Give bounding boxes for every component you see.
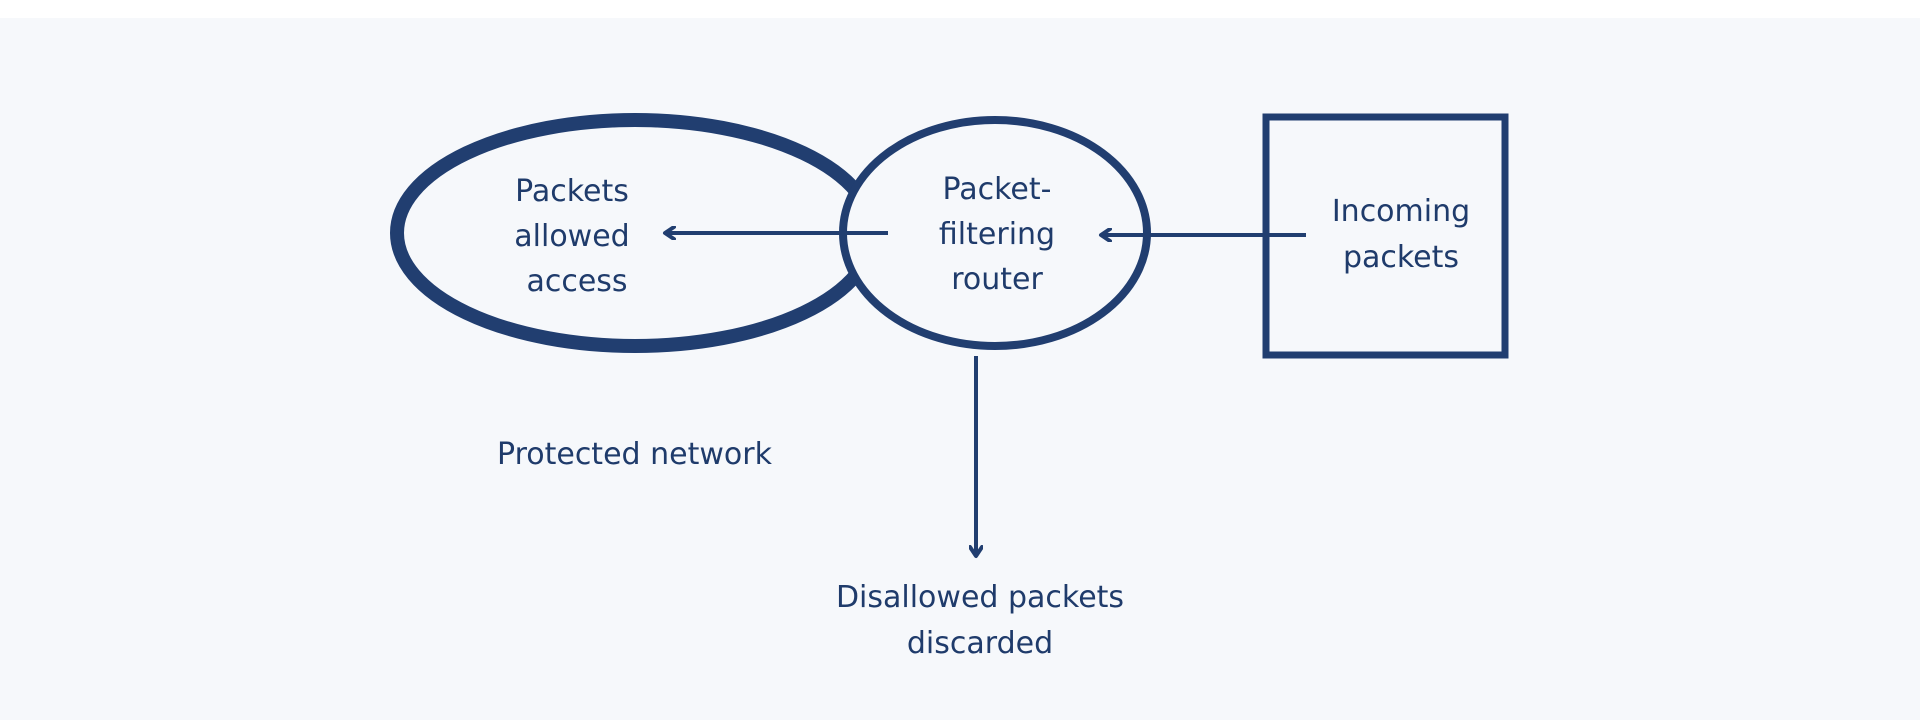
- allowed-label-line-3: access: [526, 264, 627, 299]
- top-band: [0, 0, 1920, 18]
- discarded-label-line-2: discarded: [907, 626, 1053, 661]
- router-label-line-3: router: [951, 262, 1043, 297]
- incoming-label-line-1: Incoming: [1332, 194, 1470, 229]
- allowed-label-line-2: allowed: [514, 219, 629, 254]
- router-label-line-1: Packet-: [943, 172, 1052, 207]
- allowed-label-line-1: Packets: [515, 174, 629, 209]
- router-label-line-2: filtering: [939, 217, 1055, 252]
- protected-network-label: Protected network: [497, 437, 773, 472]
- discarded-label-line-1: Disallowed packets: [836, 580, 1124, 615]
- incoming-label-line-2: packets: [1343, 240, 1459, 275]
